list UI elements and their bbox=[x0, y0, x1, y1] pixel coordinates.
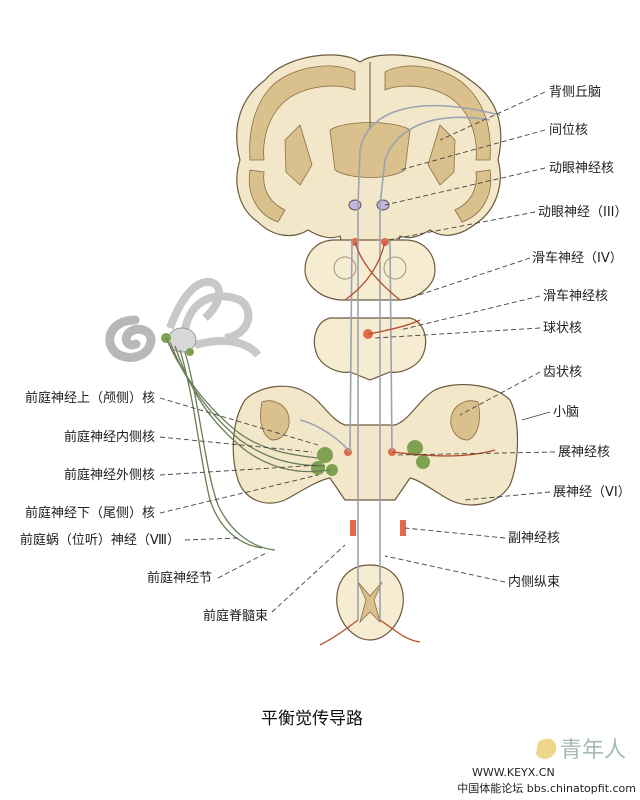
label-vestibular-ganglion: 前庭神经节 bbox=[147, 570, 212, 586]
watermark-logo-text: 青年人 bbox=[560, 738, 626, 763]
brain-coronal-section bbox=[236, 54, 502, 256]
label-trochlear-nucleus: 滑车神经核 bbox=[543, 288, 608, 304]
label-abducens-nucleus: 展神经核 bbox=[558, 445, 610, 460]
medulla-cerebellum-section bbox=[232, 383, 519, 506]
leader-lines-left bbox=[159, 397, 346, 613]
watermark-logo-icon bbox=[536, 738, 557, 759]
label-cerebellum: 小脑 bbox=[553, 405, 579, 420]
label-trochlear-nerve: 滑车神经（IV） bbox=[532, 250, 623, 266]
accessory-nucleus-left bbox=[350, 520, 356, 536]
label-medial-longitudinal-fasciculus: 内侧纵束 bbox=[508, 574, 560, 590]
label-interstitial-nucleus: 间位核 bbox=[549, 123, 588, 138]
label-vestibulocochlear-nerve: 前庭蜗（位听）神经（Ⅷ） bbox=[20, 532, 180, 548]
label-vestibulospinal-tract: 前庭脊髓束 bbox=[203, 608, 268, 624]
pons-section bbox=[313, 317, 427, 381]
spinal-cord-section bbox=[336, 564, 404, 641]
label-inferior-vestibular-nucleus: 前庭神经下（尾侧）核 bbox=[25, 505, 155, 521]
label-oculomotor-nucleus: 动眼神经核 bbox=[549, 161, 614, 176]
watermark: 青年人 WWW.KEYX.CN 中国体能论坛 bbs.chinatopfit.c… bbox=[457, 738, 636, 795]
label-superior-vestibular-nucleus: 前庭神经上（颅侧）核 bbox=[25, 390, 155, 406]
accessory-nucleus-right bbox=[400, 520, 406, 536]
label-abducens-nerve: 展神经（VI） bbox=[553, 485, 631, 500]
tracts bbox=[299, 104, 501, 646]
inner-ear-labyrinth bbox=[105, 277, 262, 362]
label-lateral-vestibular-nucleus: 前庭神经外侧核 bbox=[64, 467, 155, 483]
label-medial-vestibular-nucleus: 前庭神经内侧核 bbox=[64, 429, 155, 445]
midbrain-section bbox=[304, 238, 436, 301]
watermark-site: WWW.KEYX.CN bbox=[472, 766, 555, 779]
label-dorsal-thalamus: 背侧丘脑 bbox=[549, 85, 601, 100]
label-dentate-nucleus: 齿状核 bbox=[543, 365, 582, 380]
vestibular-nerve-fibers bbox=[165, 337, 331, 551]
diagram-title: 平衡觉传导路 bbox=[261, 709, 363, 729]
label-emboliform-nucleus: 球状核 bbox=[543, 321, 582, 336]
label-oculomotor-nerve: 动眼神经（III） bbox=[538, 205, 628, 220]
label-accessory-nucleus: 副神经核 bbox=[508, 531, 560, 546]
watermark-forum: 中国体能论坛 bbs.chinatopfit.com bbox=[457, 781, 636, 795]
leader-lines-right bbox=[374, 91, 556, 583]
